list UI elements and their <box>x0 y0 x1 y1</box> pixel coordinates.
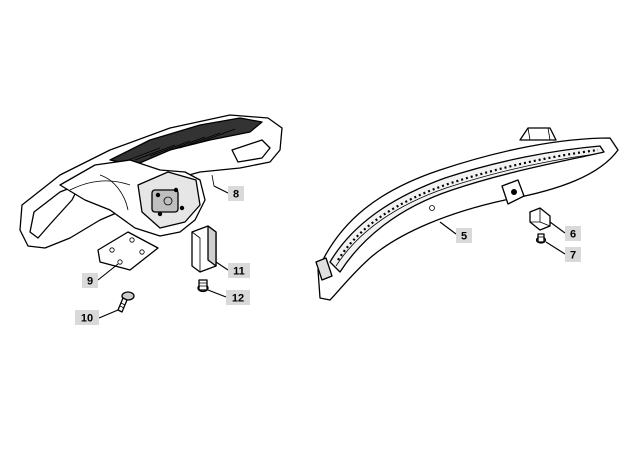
mounting-plate-part <box>97 231 159 271</box>
callout-label-8: 8 <box>233 189 239 201</box>
callout-label-5: 5 <box>461 231 467 243</box>
leader-8 <box>213 185 229 194</box>
callout-label-9: 9 <box>87 276 93 288</box>
callout-7: 7 <box>565 247 581 262</box>
callout-label-6: 6 <box>570 229 576 241</box>
handle-housing-part <box>19 114 283 249</box>
callout-5: 5 <box>456 228 472 243</box>
leader-6 <box>549 221 566 234</box>
callout-6: 6 <box>565 226 581 241</box>
callout-12: 12 <box>226 290 250 305</box>
callout-label-7: 7 <box>570 250 576 262</box>
leader-lines <box>97 185 566 319</box>
bolt-part <box>197 279 209 293</box>
callout-9: 9 <box>82 273 98 288</box>
leader-9 <box>97 263 119 281</box>
leader-12 <box>207 289 227 298</box>
angle-bracket-part <box>529 207 551 231</box>
leader-5 <box>439 221 457 235</box>
leader-11 <box>215 261 229 271</box>
callout-10: 10 <box>75 310 99 325</box>
leader-7 <box>545 241 566 255</box>
screw-part <box>117 291 135 313</box>
leader-10 <box>98 309 119 319</box>
bracket-part <box>191 225 217 273</box>
callout-8: 8 <box>228 186 244 201</box>
callout-label-11: 11 <box>233 266 245 278</box>
callout-label-10: 10 <box>81 313 93 325</box>
small-screw-part <box>535 233 547 244</box>
callout-11: 11 <box>228 263 250 278</box>
callout-label-12: 12 <box>232 293 244 305</box>
curved-rail-part <box>315 127 619 301</box>
